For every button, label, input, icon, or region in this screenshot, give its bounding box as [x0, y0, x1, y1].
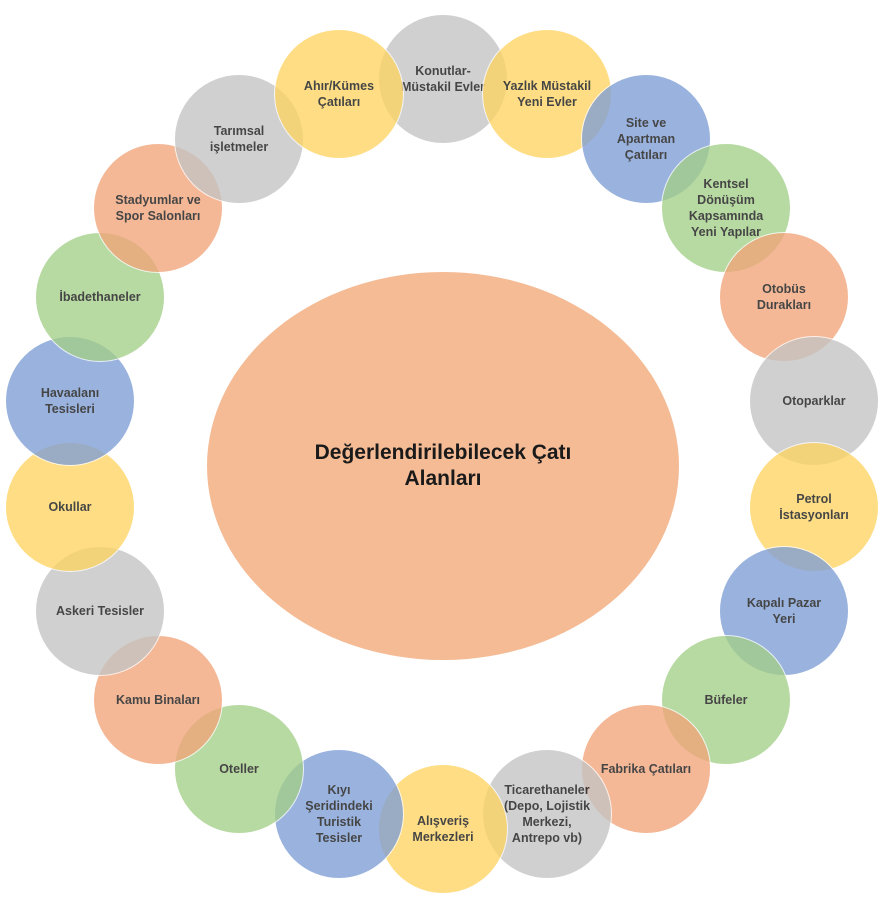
cycle-node-label: Ahır/Kümes Çatıları: [303, 79, 375, 109]
cycle-node-label: Büfeler: [704, 693, 748, 707]
cycle-node-label: Ticarethaneler (Depo, Lojistik Merkezi, …: [503, 783, 591, 845]
cycle-node-label: Havaalanı Tesisleri: [40, 386, 100, 416]
cycle-node: Kentsel Dönüşüm Kapsamında Yeni Yapılar: [661, 143, 791, 273]
cycle-node: Ahır/Kümes Çatıları: [274, 29, 404, 159]
cycle-node: Fabrika Çatıları: [581, 704, 711, 834]
cycle-node-label: Stadyumlar ve Spor Salonları: [115, 193, 201, 223]
cycle-node-label: Okullar: [48, 500, 92, 514]
cycle-node-label: Fabrika Çatıları: [600, 762, 692, 776]
cycle-node-label: Kentsel Dönüşüm Kapsamında Yeni Yapılar: [688, 177, 764, 239]
cycle-node-label: Askeri Tesisler: [55, 604, 145, 618]
cycle-node-label: Petrol İstasyonları: [779, 492, 849, 522]
cycle-node-label: Oteller: [219, 762, 259, 776]
cycle-node-label: Alışveriş Merkezleri: [412, 814, 474, 844]
cycle-node-label: Tarımsal işletmeler: [209, 124, 269, 154]
cycle-node-label: Kamu Binaları: [115, 693, 201, 707]
cycle-node-label: Otobüs Durakları: [756, 282, 812, 312]
cycle-node: Askeri Tesisler: [35, 546, 165, 676]
cycle-node-label: İbadethaneler: [59, 290, 141, 304]
cycle-node-label: Kapalı Pazar Yeri: [746, 596, 822, 626]
center-ellipse: Değerlendirilebilecek Çatı Alanları: [207, 272, 679, 660]
cycle-node-label: Otoparklar: [782, 394, 846, 408]
cycle-node-label: Site ve Apartman Çatıları: [616, 116, 676, 162]
cycle-node-label: Yazlık Müstakil Yeni Evler: [502, 79, 592, 109]
cycle-node-label: Konutlar- Müstakil Evler: [400, 64, 486, 94]
center-label: Değerlendirilebilecek Çatı Alanları: [314, 441, 572, 490]
cycle-node-label: Kıyı Şeridindeki Turistik Tesisler: [305, 783, 373, 845]
